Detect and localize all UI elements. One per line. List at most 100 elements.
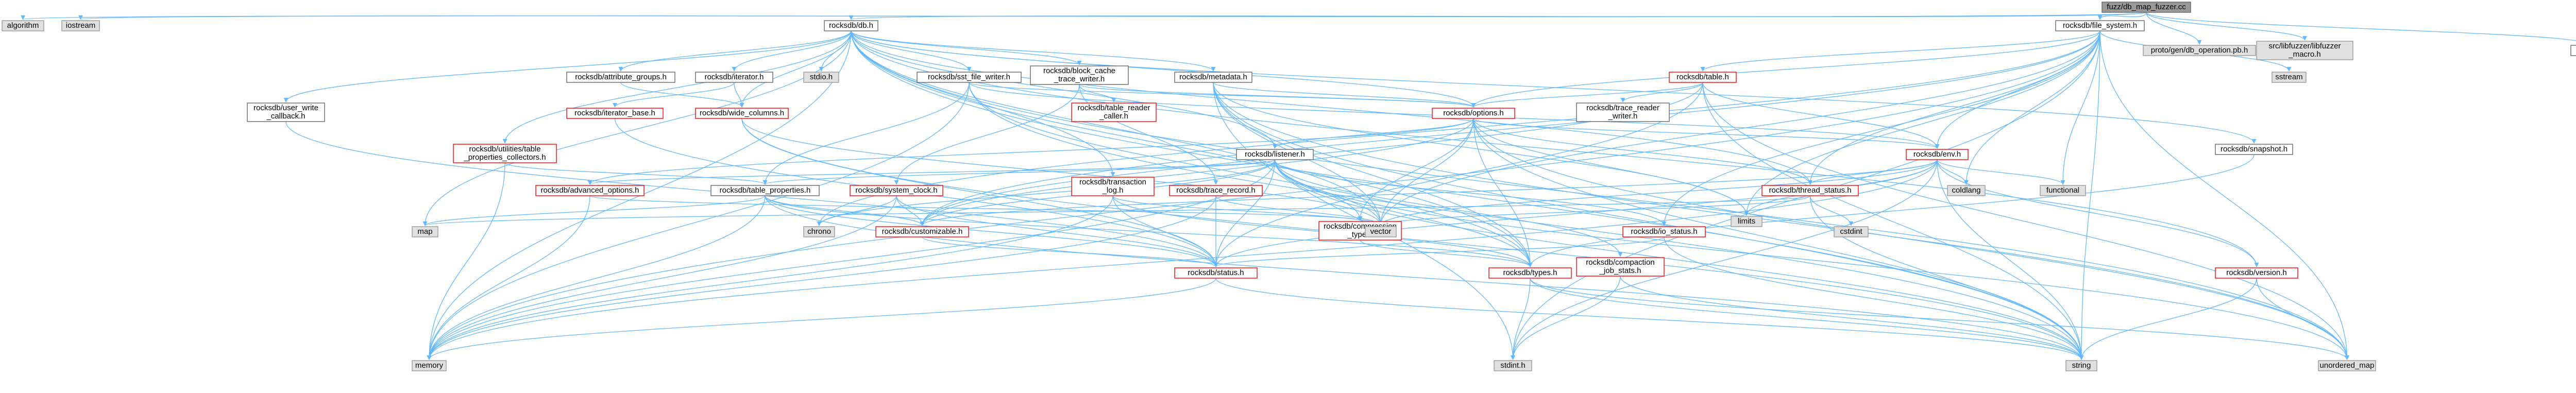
node-algorithm: algorithm — [2, 20, 44, 31]
node-box — [1071, 102, 1157, 122]
node-table-properties[interactable]: rocksdb/table_properties.h — [710, 185, 820, 196]
edge-table-properties-to-memory — [427, 195, 766, 360]
node-box — [1669, 72, 1737, 83]
node-sst-file-writer[interactable]: rocksdb/sst_file_writer.h — [917, 72, 1022, 83]
node-box — [2256, 41, 2353, 60]
node-box — [1494, 360, 1532, 371]
node-box — [1365, 226, 1397, 237]
node-attribute-groups[interactable]: rocksdb/attribute_groups.h — [566, 72, 675, 83]
edge-root-to-protogen — [2146, 12, 2202, 45]
node-table[interactable]: rocksdb/table.h — [1669, 72, 1737, 83]
edge-trace-record-to-vector — [1215, 195, 1383, 226]
edge-block-cache-trace-writer-to-options — [1079, 84, 1476, 108]
edge-io-status-to-string — [1664, 236, 2084, 360]
edge-options-to-compression-type — [1358, 118, 1474, 221]
edge-table-to-env — [1702, 82, 1940, 149]
node-customizable[interactable]: rocksdb/customizable.h — [875, 226, 969, 237]
edge-listener-to-compaction-job-stats — [1274, 159, 1623, 257]
edge-options-to-string — [1473, 118, 2084, 360]
edge-attribute-groups-to-wide-columns — [620, 82, 744, 108]
edge-file-system-to-memory — [427, 30, 2100, 360]
node-block-cache-trace-writer[interactable]: rocksdb/block_cache_trace_writer.h — [1030, 65, 1129, 85]
node-box — [1236, 149, 1314, 160]
node-root[interactable]: fuzz/db_map_fuzzer.cc — [2102, 2, 2191, 13]
node-user-write-callback[interactable]: rocksdb/user_write_callback.h — [247, 102, 325, 122]
node-transaction-log[interactable]: rocksdb/transaction_log.h — [1071, 177, 1155, 196]
edge-system-clock-to-chrono — [817, 195, 897, 226]
node-box — [61, 20, 100, 31]
edge-rocksdb-db-to-sst-file-writer — [851, 30, 972, 72]
edge-env-to-functional — [1937, 159, 2065, 185]
node-advanced-options[interactable]: rocksdb/advanced_options.h — [535, 185, 645, 196]
edge-options-to-customizable — [920, 118, 1474, 226]
edge-system-clock-to-customizable — [896, 195, 925, 226]
node-label: rocksdb/version.h — [2226, 268, 2287, 277]
node-rocksdb-db[interactable]: rocksdb/db.h — [824, 20, 878, 31]
node-box — [1169, 185, 1263, 196]
node-map: map — [412, 226, 438, 237]
node-trace-record[interactable]: rocksdb/trace_record.h — [1169, 185, 1263, 196]
node-compaction-job-stats[interactable]: rocksdb/compaction_job_stats.h — [1576, 257, 1665, 277]
edge-listener-to-types — [1274, 159, 1533, 267]
node-util-h[interactable]: util.h — [2570, 45, 2576, 56]
node-thread-status[interactable]: rocksdb/thread_status.h — [1761, 185, 1859, 196]
node-version[interactable]: rocksdb/version.h — [2215, 267, 2298, 279]
node-box — [566, 108, 664, 119]
node-iterator[interactable]: rocksdb/iterator.h — [695, 72, 773, 83]
node-label: rocksdb/io_status.h — [1631, 227, 1697, 236]
edge-env-to-string — [1937, 159, 2084, 360]
node-box — [2055, 20, 2145, 31]
node-listener[interactable]: rocksdb/listener.h — [1236, 149, 1314, 160]
node-box — [824, 20, 878, 31]
edge-table-properties-collectors-to-table-properties — [504, 162, 768, 185]
node-label: rocksdb/table.h — [1676, 73, 1729, 81]
edge-advanced-options-to-memory — [427, 195, 590, 360]
node-env[interactable]: rocksdb/env.h — [1906, 149, 1969, 160]
edge-compression-type-to-types — [1360, 240, 1533, 267]
edge-metadata-to-unordered-map — [1213, 82, 2349, 360]
node-file-system[interactable]: rocksdb/file_system.h — [2055, 20, 2145, 31]
node-io-status[interactable]: rocksdb/io_status.h — [1622, 226, 1706, 237]
edge-compaction-job-stats-to-string — [1620, 276, 2084, 360]
edge-listener-to-memory — [427, 159, 1276, 360]
node-label: proto/gen/db_operation.pb.h — [2151, 46, 2248, 55]
edge-table-properties-collectors-to-memory — [427, 162, 505, 360]
node-table-properties-collectors[interactable]: rocksdb/utilities/table_properties_colle… — [453, 144, 557, 163]
node-label: algorithm — [7, 21, 39, 30]
node-options[interactable]: rocksdb/options.h — [1432, 108, 1515, 119]
node-system-clock[interactable]: rocksdb/system_clock.h — [850, 185, 943, 196]
edge-system-clock-to-memory — [427, 195, 897, 360]
edge-env-to-status — [1213, 159, 1938, 267]
edge-status-to-string — [1215, 278, 2084, 360]
edge-table-to-unordered-map — [1702, 82, 2350, 360]
node-string: string — [2065, 360, 2097, 371]
node-trace-reader-writer[interactable]: rocksdb/trace_reader_writer.h — [1576, 102, 1670, 122]
edge-transaction-log-to-memory — [427, 195, 1113, 360]
node-label: string — [2072, 361, 2091, 370]
node-table-reader-caller[interactable]: rocksdb/table_reader_caller.h — [1071, 102, 1157, 122]
node-label: _log.h — [1102, 186, 1124, 195]
node-iterator-base[interactable]: rocksdb/iterator_base.h — [566, 108, 664, 119]
node-box — [695, 108, 789, 119]
node-stdint: stdint.h — [1494, 360, 1532, 371]
edge-options-to-thread-status — [1473, 118, 1812, 185]
node-status[interactable]: rocksdb/status.h — [1174, 267, 1258, 279]
node-wide-columns[interactable]: rocksdb/wide_columns.h — [695, 108, 789, 119]
edge-sst-file-writer-to-table-properties — [762, 82, 970, 185]
edge-options-to-advanced-options — [587, 118, 1474, 185]
node-label: fuzz/db_map_fuzzer.cc — [2107, 3, 2186, 11]
node-types[interactable]: rocksdb/types.h — [1488, 267, 1572, 279]
node-label: _properties_collectors.h — [463, 153, 546, 162]
node-snapshot[interactable]: rocksdb/snapshot.h — [2215, 144, 2293, 155]
edge-options-to-vector — [1378, 118, 1474, 226]
node-box — [1030, 65, 1129, 85]
node-label: rocksdb/utilities/table — [469, 145, 540, 153]
node-metadata[interactable]: rocksdb/metadata.h — [1174, 72, 1252, 83]
edge-table-properties-to-customizable — [765, 195, 925, 226]
node-label: rocksdb/advanced_options.h — [541, 186, 639, 195]
node-label: rocksdb/env.h — [1913, 150, 1961, 159]
node-box — [1576, 257, 1665, 277]
node-box — [1432, 108, 1515, 119]
